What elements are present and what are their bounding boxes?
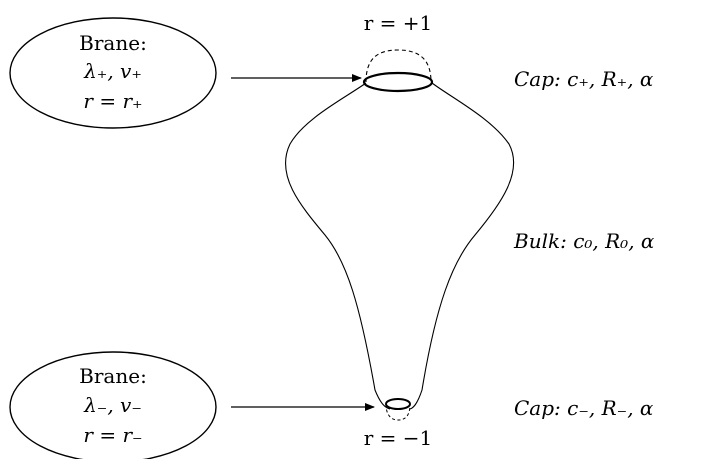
cap-top-label: Cap: c₊, R₊, α	[514, 67, 654, 91]
bottom-brane-radius: r = r₋	[83, 423, 142, 447]
bottom-brane-ellipse	[9, 351, 217, 459]
top-cap-dashed-arc	[365, 49, 432, 83]
bottom-cap-dashed-arc	[385, 403, 411, 421]
top-brane-radius: r = r₊	[83, 89, 142, 113]
bottom-brane-params: λ₋, v₋	[83, 393, 142, 417]
bottom-radius-label: r = −1	[364, 426, 433, 450]
bottom-brane-title: Brane:	[79, 364, 147, 388]
top-brane-ellipse	[9, 17, 217, 129]
bulk-label: Bulk: c₀, R₀, α	[513, 229, 655, 253]
top-radius-label: r = +1	[364, 11, 433, 35]
bulk-body-left-outline	[284, 82, 391, 410]
bulk-body-right-outline	[409, 82, 515, 410]
top-brane-params: λ₊, v₊	[83, 59, 142, 83]
cap-bottom-label: Cap: c₋, R₋, α	[514, 396, 654, 420]
top-boundary-ellipse	[362, 71, 434, 93]
bottom-boundary-ellipse	[385, 398, 411, 410]
top-brane-title: Brane:	[79, 31, 147, 55]
